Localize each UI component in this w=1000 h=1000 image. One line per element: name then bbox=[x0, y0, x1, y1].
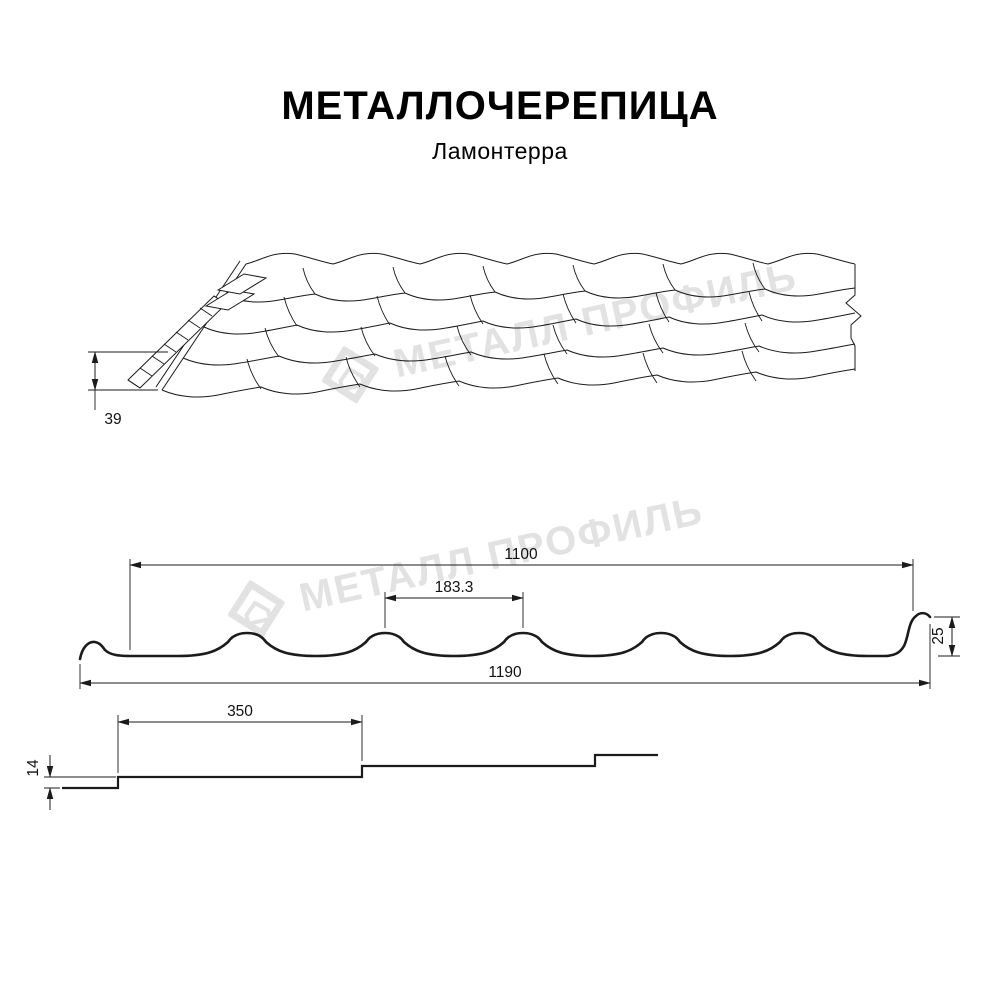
dimension-1190: 1190 bbox=[79, 624, 931, 689]
tile-row-line bbox=[182, 343, 856, 366]
dimension-183: 183.3 bbox=[384, 579, 524, 628]
mounting-tab bbox=[204, 289, 256, 311]
wave-rib-lines bbox=[246, 262, 766, 390]
dimension-1100: 1100 bbox=[129, 546, 914, 650]
dimension-350: 350 bbox=[117, 703, 363, 773]
extension-line bbox=[117, 715, 363, 773]
dimension-25: 25 bbox=[930, 616, 960, 657]
page-subtitle: Ламонтерра bbox=[432, 138, 568, 164]
profile-curve bbox=[78, 611, 932, 661]
dimension-39-label: 39 bbox=[104, 411, 121, 428]
dimension-183-label: 183.3 bbox=[435, 579, 474, 596]
tile-row-line bbox=[224, 287, 856, 303]
extension-line bbox=[44, 776, 116, 789]
dimension-350-label: 350 bbox=[227, 703, 253, 720]
step-profile: 350 14 bbox=[25, 703, 658, 810]
top-edge-line bbox=[245, 252, 856, 265]
perspective-view: 39 bbox=[88, 252, 862, 428]
dimension-25-label: 25 bbox=[930, 627, 947, 644]
mounting-tab bbox=[216, 273, 268, 295]
dimension-39: 39 bbox=[88, 351, 168, 428]
dimension-1100-label: 1100 bbox=[504, 546, 538, 563]
dimension-1190-label: 1190 bbox=[488, 664, 522, 681]
step-profile-line bbox=[62, 753, 658, 790]
extension-line bbox=[129, 559, 914, 650]
edge-strip bbox=[127, 295, 227, 389]
dimension-14: 14 bbox=[25, 755, 116, 810]
tile-row-line bbox=[203, 312, 856, 335]
extension-line bbox=[384, 592, 524, 628]
break-line bbox=[845, 264, 862, 371]
profile-cross-section: 1100 183.3 25 1190 bbox=[78, 546, 960, 689]
dimension-14-label: 14 bbox=[25, 759, 42, 777]
extension-line bbox=[88, 351, 168, 410]
page-title: МЕТАЛЛОЧЕРЕПИЦА bbox=[281, 84, 719, 128]
edge-hatching bbox=[127, 295, 227, 389]
bottom-edge-line bbox=[161, 368, 856, 398]
